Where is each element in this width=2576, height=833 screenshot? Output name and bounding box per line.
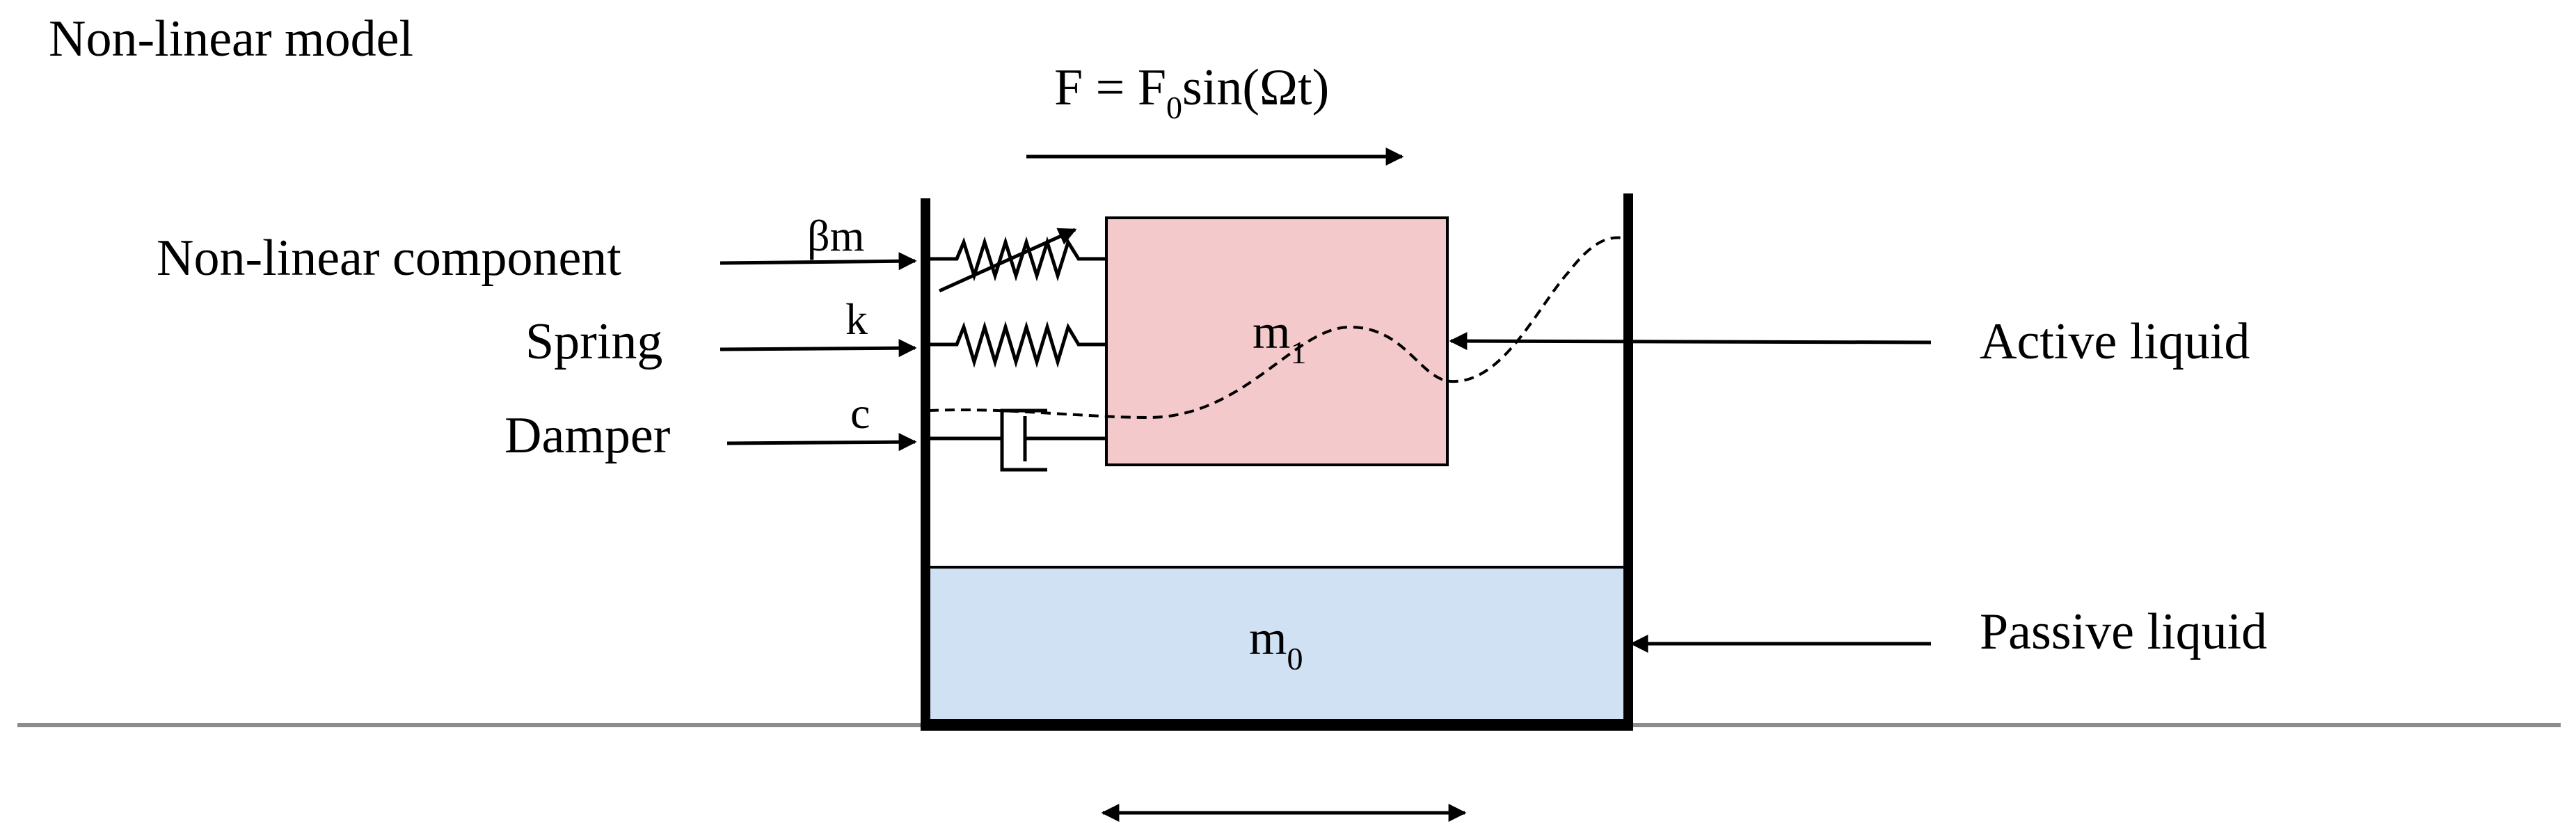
arrow-left-icon bbox=[1449, 332, 1932, 351]
tank-walls bbox=[921, 193, 1633, 731]
arrow-right-icon bbox=[719, 252, 917, 271]
label-active-liquid: Active liquid bbox=[1980, 313, 2250, 370]
arrow-right-icon bbox=[726, 433, 917, 452]
symbol-c: c bbox=[850, 388, 870, 438]
nonlinear-spring bbox=[930, 228, 1106, 293]
active-mass-block bbox=[1105, 216, 1449, 466]
linear-spring bbox=[930, 321, 1106, 368]
force-prefix: F = F bbox=[1054, 59, 1166, 116]
symbol-beta-m: βm bbox=[807, 211, 864, 260]
symbol-k: k bbox=[845, 294, 868, 344]
label-damper: Damper bbox=[504, 407, 670, 464]
sloshing-liquid-surface bbox=[928, 236, 1632, 420]
damper bbox=[930, 408, 1106, 472]
force-label: F = F0sin(Ωt) bbox=[1054, 59, 1329, 125]
active-mass-label: m1 bbox=[1253, 306, 1306, 370]
force-subscript: 0 bbox=[1166, 90, 1182, 125]
label-spring: Spring bbox=[525, 313, 662, 370]
arrow-right-icon bbox=[719, 339, 917, 358]
label-passive-liquid: Passive liquid bbox=[1980, 603, 2267, 660]
diagram-title: Non-linear model bbox=[49, 10, 413, 68]
label-nonlinear-component: Non-linear component bbox=[157, 230, 621, 287]
passive-mass-label: m0 bbox=[1249, 612, 1303, 676]
force-suffix: sin(Ωt) bbox=[1182, 59, 1329, 116]
